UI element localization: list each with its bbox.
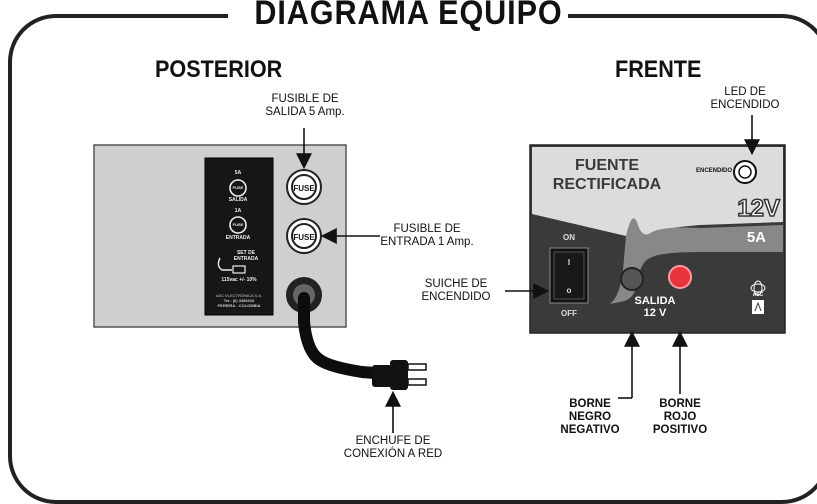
black-terminal-callout-2: NEGRO bbox=[568, 411, 612, 423]
frente-heading: FRENTE bbox=[615, 56, 702, 83]
output-label: SALIDA bbox=[634, 295, 676, 307]
label-fuse-in-symbol: FUSE bbox=[232, 222, 244, 227]
equipment-diagram bbox=[93, 115, 786, 433]
label-fuse-in-icon bbox=[229, 216, 247, 234]
black-terminal-callout-1: BORNE bbox=[569, 398, 611, 410]
current-rating: 5A bbox=[746, 229, 766, 246]
output-fuse-callout-2: SALIDA 5 Amp. bbox=[265, 106, 345, 118]
output-fuse-callout-1: FUSIBLE DE bbox=[271, 93, 339, 105]
switch-on-mark: I bbox=[567, 258, 571, 267]
label-maker-3: PEREIRA - COLOMBIA bbox=[217, 303, 261, 308]
diagram-title: DIAGRAMA EQUIPO bbox=[254, 0, 563, 32]
voltage-rating: 12V bbox=[737, 195, 781, 223]
led-caption: ENCENDIDO bbox=[695, 168, 732, 174]
led-callout-1: LED DE bbox=[724, 86, 766, 98]
power-switch[interactable] bbox=[549, 247, 589, 304]
power-cord bbox=[298, 292, 381, 379]
red-terminal-callout-1: BORNE bbox=[659, 398, 701, 410]
switch-on-label: ON bbox=[563, 233, 575, 242]
device-title-line-1: FUENTE bbox=[575, 157, 639, 174]
label-fuse-out-caption: SALIDA bbox=[228, 197, 248, 203]
red-terminal[interactable] bbox=[668, 265, 692, 289]
switch-callout-2: ENCENDIDO bbox=[421, 291, 491, 303]
power-plug bbox=[372, 360, 427, 390]
label-input-set-icon bbox=[217, 257, 246, 274]
label-voltage: 115vac +/- 10% bbox=[221, 277, 257, 283]
label-set-caption-1: SET DE bbox=[236, 250, 256, 256]
label-set-caption-2: ENTRADA bbox=[233, 256, 259, 262]
device-title-line-2: RECTIFICADA bbox=[552, 176, 662, 193]
red-terminal-callout-2: ROJO bbox=[663, 411, 697, 423]
label-fuse-out-icon bbox=[229, 179, 247, 197]
black-terminal-callout-3: NEGATIVO bbox=[560, 424, 620, 436]
plug-callout-2: CONEXIÓN A RED bbox=[343, 448, 443, 460]
asc-logo-icon bbox=[750, 280, 766, 314]
input-fuse-label: FUSE bbox=[293, 233, 315, 242]
switch-off-mark: o bbox=[566, 286, 572, 295]
input-fuse-callout-2: ENTRADA 1 Amp. bbox=[380, 236, 474, 248]
power-led bbox=[733, 160, 757, 184]
title-backdrop bbox=[228, 0, 568, 34]
led-callout-2: ENCENDIDO bbox=[710, 99, 780, 111]
label-maker-2: Tel.: (6) 3356016 bbox=[223, 298, 255, 303]
switch-callout-1: SUICHE DE bbox=[424, 278, 488, 290]
label-maker-1: ASC ELECTRÓNICA S.A. bbox=[215, 293, 263, 298]
label-fuse-out-value: 5A bbox=[234, 170, 242, 176]
red-terminal-callout-3: POSITIVO bbox=[652, 424, 708, 436]
asc-logo-text: ASC bbox=[752, 292, 764, 298]
posterior-heading: POSTERIOR bbox=[155, 56, 283, 83]
output-fuse-label: FUSE bbox=[293, 184, 315, 193]
label-fuse-out-symbol: FUSE bbox=[232, 185, 244, 190]
black-terminal[interactable] bbox=[620, 267, 644, 291]
input-fuse-callout-1: FUSIBLE DE bbox=[393, 223, 461, 235]
output-voltage-label: 12 V bbox=[643, 307, 667, 319]
label-fuse-in-value: 1A bbox=[234, 208, 242, 214]
output-fuse-holder[interactable] bbox=[286, 169, 322, 205]
label-fuse-in-caption: ENTRADA bbox=[225, 235, 251, 241]
plug-callout-1: ENCHUFE DE bbox=[355, 435, 431, 447]
switch-off-label: OFF bbox=[561, 309, 577, 318]
